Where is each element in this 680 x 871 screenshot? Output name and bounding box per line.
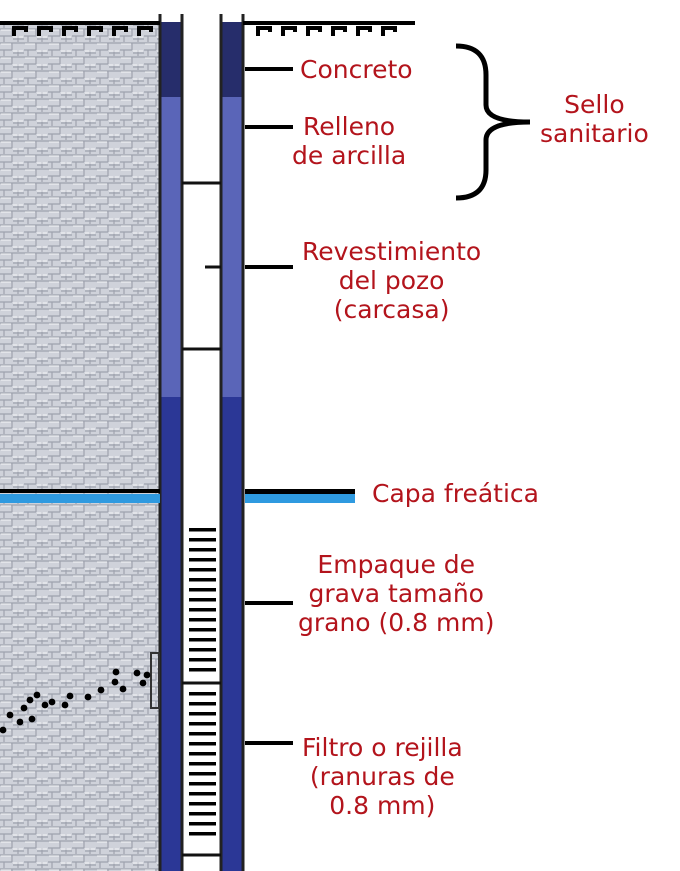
screen-slot xyxy=(189,548,216,552)
hatch-mark xyxy=(37,26,53,36)
drawdown-dot xyxy=(97,686,105,694)
drawdown-dot xyxy=(143,671,151,679)
drawdown-dot xyxy=(66,692,74,700)
label-sanitary-seal: Sello sanitario xyxy=(540,90,649,148)
drawdown-dot xyxy=(20,704,28,712)
label-casing: Revestimiento del pozo (carcasa) xyxy=(302,237,482,324)
drawdown-dot xyxy=(111,678,119,686)
drawdown-dot xyxy=(16,718,24,726)
screen-slot xyxy=(189,762,216,766)
hatch-mark xyxy=(281,26,297,36)
concrete-right xyxy=(222,22,242,97)
screen-slot xyxy=(189,598,216,602)
screen-slot xyxy=(189,782,216,786)
drawdown-dot xyxy=(112,668,120,676)
gravel-left xyxy=(161,397,181,871)
label-clay-fill: Relleno de arcilla xyxy=(292,112,407,170)
drawdown-dot xyxy=(48,698,56,706)
screen-slot xyxy=(189,792,216,796)
drawdown-dot xyxy=(84,693,92,701)
drawdown-dot xyxy=(139,679,147,687)
clay-left xyxy=(161,97,181,397)
screen-slot xyxy=(189,752,216,756)
screen-slot xyxy=(189,712,216,716)
drawdown-dot xyxy=(61,701,69,709)
screen-slot xyxy=(189,742,216,746)
hatch-mark xyxy=(356,26,372,36)
hatch-mark xyxy=(112,26,128,36)
drawdown-dot xyxy=(28,715,36,723)
screen-slot xyxy=(189,618,216,622)
label-gravel-pack: Empaque de grava tamaño grano (0.8 mm) xyxy=(298,550,495,637)
drawdown-dot xyxy=(33,691,41,699)
screen-slot xyxy=(189,832,216,836)
screen-slot xyxy=(189,578,216,582)
screen-slots xyxy=(189,528,216,836)
leader-lines xyxy=(245,67,293,745)
screen-slot xyxy=(189,648,216,652)
screen-slot xyxy=(189,668,216,672)
screen-slot xyxy=(189,732,216,736)
soil xyxy=(0,24,159,871)
concrete-left xyxy=(161,22,181,97)
hatch-mark xyxy=(381,26,397,36)
drawdown-dot xyxy=(133,669,141,677)
gravel-right xyxy=(222,397,242,871)
ground-surface xyxy=(0,21,415,36)
screen-slot xyxy=(189,812,216,816)
drawdown-dots xyxy=(0,668,151,734)
screen-slot xyxy=(189,822,216,826)
drawdown-dot xyxy=(119,685,127,693)
screen-slot xyxy=(189,802,216,806)
screen-slot xyxy=(189,538,216,542)
label-water-table: Capa freática xyxy=(372,479,539,508)
screen-slot xyxy=(189,772,216,776)
hatch-mark xyxy=(87,26,103,36)
drawdown-dot xyxy=(41,701,49,709)
drawdown-dot xyxy=(6,711,14,719)
hatch-mark xyxy=(256,26,272,36)
screen-slot xyxy=(189,692,216,696)
label-concrete: Concreto xyxy=(300,55,413,84)
drawdown-dot xyxy=(0,726,7,734)
screen-slot xyxy=(189,722,216,726)
screen-slot xyxy=(189,568,216,572)
screen-slot xyxy=(189,702,216,706)
hatch-mark xyxy=(306,26,322,36)
water-table xyxy=(0,489,355,503)
screen-slot xyxy=(189,588,216,592)
label-screen: Filtro o rejilla (ranuras de 0.8 mm) xyxy=(302,733,463,820)
screen-slot xyxy=(189,528,216,532)
screen-slot xyxy=(189,558,216,562)
brace xyxy=(455,43,531,201)
borehole-walls xyxy=(158,14,245,871)
hatch-mark xyxy=(62,26,78,36)
casing-joints xyxy=(182,181,221,857)
clay-right xyxy=(222,97,242,397)
screen-slot xyxy=(189,658,216,662)
screen-slot xyxy=(189,608,216,612)
screen-slot xyxy=(189,638,216,642)
hatch-mark xyxy=(137,26,153,36)
hatch-mark xyxy=(331,26,347,36)
pump-outline xyxy=(150,652,160,709)
hatch-mark xyxy=(12,26,28,36)
drawdown-dot xyxy=(26,696,34,704)
screen-slot xyxy=(189,628,216,632)
